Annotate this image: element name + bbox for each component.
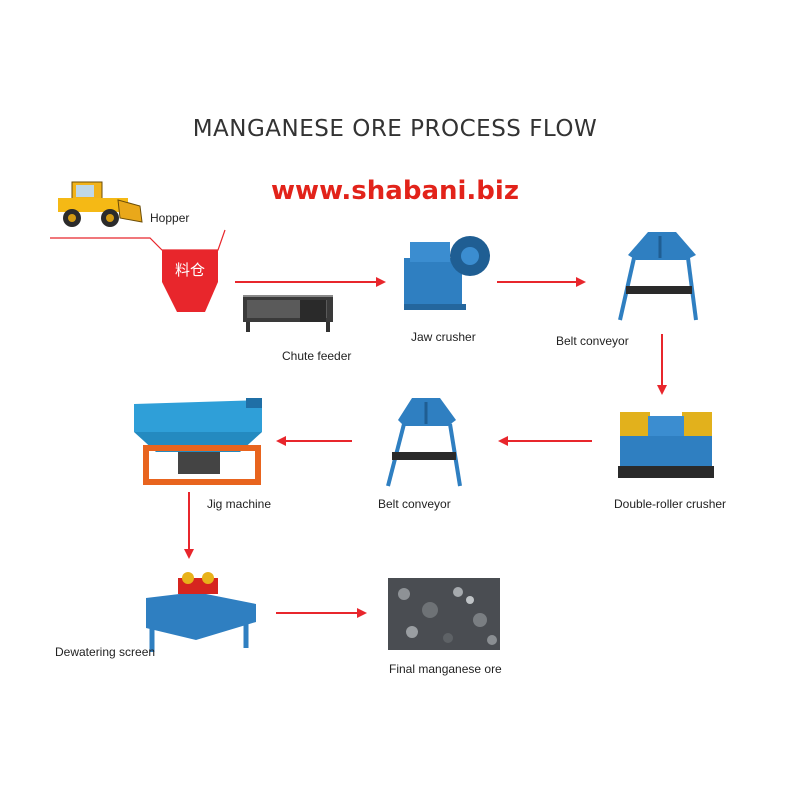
label-belt-conveyor-2: Belt conveyor [378,497,451,511]
label-final-ore: Final manganese ore [389,662,502,676]
label-jaw-crusher: Jaw crusher [411,330,476,344]
hopper-bin-icon [50,229,226,312]
dewatering-screen-icon [146,572,256,652]
label-chute-feeder: Chute feeder [282,349,352,363]
double-roller-crusher-icon [618,412,714,478]
website-url[interactable]: www.shabani.biz [271,176,519,206]
belt-conveyor-icon-2 [386,398,462,487]
belt-conveyor-icon [618,232,698,321]
chute-feeder-icon [243,295,333,332]
label-double-roller-crusher: Double-roller crusher [614,497,727,511]
wheel-loader-icon [58,181,143,227]
label-jig-machine: Jig machine [207,497,272,511]
diagram-title: MANGANESE ORE PROCESS FLOW [192,116,598,142]
label-hopper: Hopper [150,211,190,225]
hopper-sign: 料仓 [175,261,205,279]
label-belt-conveyor-1: Belt conveyor [556,334,629,348]
jig-machine-icon [134,398,262,485]
jaw-crusher-icon [404,236,490,310]
label-dewatering-screen: Dewatering screen [55,645,156,659]
ore-pile-icon [388,578,500,650]
